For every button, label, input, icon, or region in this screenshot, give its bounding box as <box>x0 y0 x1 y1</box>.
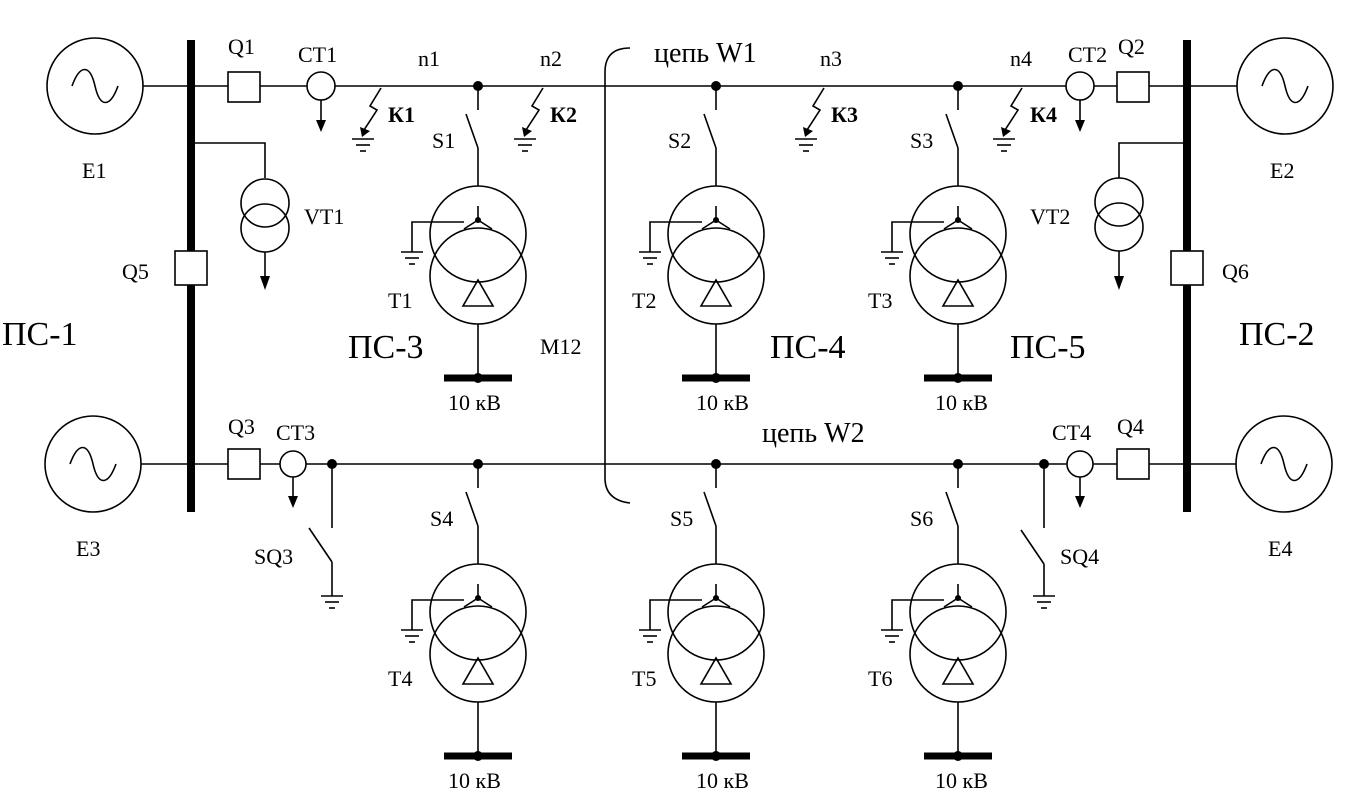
grounding-switch-sq4 <box>1020 459 1055 609</box>
lv-winding-t2 <box>667 227 765 325</box>
lv-winding-t5 <box>667 605 765 703</box>
label-s2: S2 <box>668 128 691 153</box>
grounding-switch-sq3 <box>308 459 343 609</box>
label-k4: К4 <box>1030 102 1057 127</box>
vt1 <box>187 139 290 290</box>
label-10kv-t2: 10 кВ <box>696 390 749 415</box>
hv-winding-t5 <box>667 563 765 661</box>
label-t3: T3 <box>868 288 892 313</box>
label-ct1: CT1 <box>298 42 337 67</box>
lv-winding-t4 <box>429 605 527 703</box>
generator-e1 <box>46 37 191 135</box>
lv-winding-t1 <box>429 227 527 325</box>
label-t4: T4 <box>388 666 412 691</box>
label-t5: T5 <box>632 666 656 691</box>
transformer-tap-t2 <box>639 86 765 383</box>
label-k3: К3 <box>831 102 858 127</box>
label-10kv-t4: 10 кВ <box>448 768 501 793</box>
breaker-q5 <box>174 250 208 286</box>
generator-e4 <box>1187 415 1333 513</box>
circuit-brace <box>604 47 631 504</box>
hv-winding-t3 <box>909 185 1007 283</box>
label-n3: n3 <box>820 46 842 71</box>
transformer-taps <box>401 86 1007 761</box>
label-n2: n2 <box>540 46 562 71</box>
vt2 <box>1094 139 1191 290</box>
label-e3: E3 <box>76 536 100 561</box>
breaker-q6 <box>1170 250 1204 286</box>
label-ps4: ПС-4 <box>770 329 846 366</box>
hv-winding-t4 <box>429 563 527 661</box>
label-e4: E4 <box>1268 536 1292 561</box>
transformer-tap-t4 <box>401 464 527 761</box>
label-ps5: ПС-5 <box>1010 329 1086 366</box>
transformer-tap-t3 <box>881 86 1007 383</box>
label-t2: T2 <box>632 288 656 313</box>
fault-k3 <box>795 87 825 152</box>
breaker-q4 <box>1116 448 1150 480</box>
ct3 <box>279 450 307 508</box>
label-s6: S6 <box>910 506 933 531</box>
generator-e2 <box>1187 37 1334 135</box>
ct4 <box>1066 450 1094 508</box>
label-s3: S3 <box>910 128 933 153</box>
label-ct4: CT4 <box>1052 420 1091 445</box>
label-m12: M12 <box>540 334 582 359</box>
label-ct2: CT2 <box>1068 42 1107 67</box>
label-circuit-w1: цепь W1 <box>654 38 757 69</box>
hv-winding-t2 <box>667 185 765 283</box>
label-10kv-t3: 10 кВ <box>935 390 988 415</box>
hv-winding-t6 <box>909 563 1007 661</box>
label-s1: S1 <box>432 128 455 153</box>
breaker-q2 <box>1116 71 1150 103</box>
label-10kv-t6: 10 кВ <box>935 768 988 793</box>
label-vt2: VT2 <box>1030 204 1070 229</box>
transformer-tap-t6 <box>881 464 1007 761</box>
label-10kv-t5: 10 кВ <box>696 768 749 793</box>
breaker-q1 <box>227 71 261 103</box>
breaker-q3 <box>227 448 261 480</box>
label-sq4: SQ4 <box>1060 544 1099 569</box>
fault-k2 <box>514 87 544 152</box>
label-s5: S5 <box>670 506 693 531</box>
label-t1: T1 <box>388 288 412 313</box>
label-10kv-t1: 10 кВ <box>448 390 501 415</box>
fault-k1 <box>352 87 382 152</box>
label-k1: К1 <box>388 102 415 127</box>
label-s4: S4 <box>430 506 453 531</box>
label-n1: n1 <box>418 46 440 71</box>
label-e2: E2 <box>1270 158 1294 183</box>
label-k2: К2 <box>550 102 577 127</box>
label-q3: Q3 <box>228 414 255 439</box>
label-vt1: VT1 <box>304 204 344 229</box>
ct1 <box>306 71 336 132</box>
hv-winding-t1 <box>429 185 527 283</box>
ct2 <box>1065 71 1095 132</box>
fault-k4 <box>993 87 1023 152</box>
label-q5: Q5 <box>122 259 149 284</box>
generator-e3 <box>44 415 191 513</box>
transformer-tap-t1 <box>401 86 527 383</box>
lv-winding-t6 <box>909 605 1007 703</box>
label-ps3: ПС-3 <box>348 329 424 366</box>
label-e1: E1 <box>82 158 106 183</box>
label-ps1: ПС-1 <box>2 316 78 353</box>
label-ps2: ПС-2 <box>1239 316 1315 353</box>
label-q4: Q4 <box>1117 414 1144 439</box>
lv-winding-t3 <box>909 227 1007 325</box>
label-q6: Q6 <box>1222 259 1249 284</box>
label-ct3: CT3 <box>276 420 315 445</box>
label-circuit-w2: цепь W2 <box>762 418 865 449</box>
label-t6: T6 <box>868 666 892 691</box>
label-sq3: SQ3 <box>254 544 293 569</box>
label-n4: n4 <box>1010 46 1032 71</box>
label-q2: Q2 <box>1118 34 1145 59</box>
transformer-tap-t5 <box>639 464 765 761</box>
label-q1: Q1 <box>228 34 255 59</box>
